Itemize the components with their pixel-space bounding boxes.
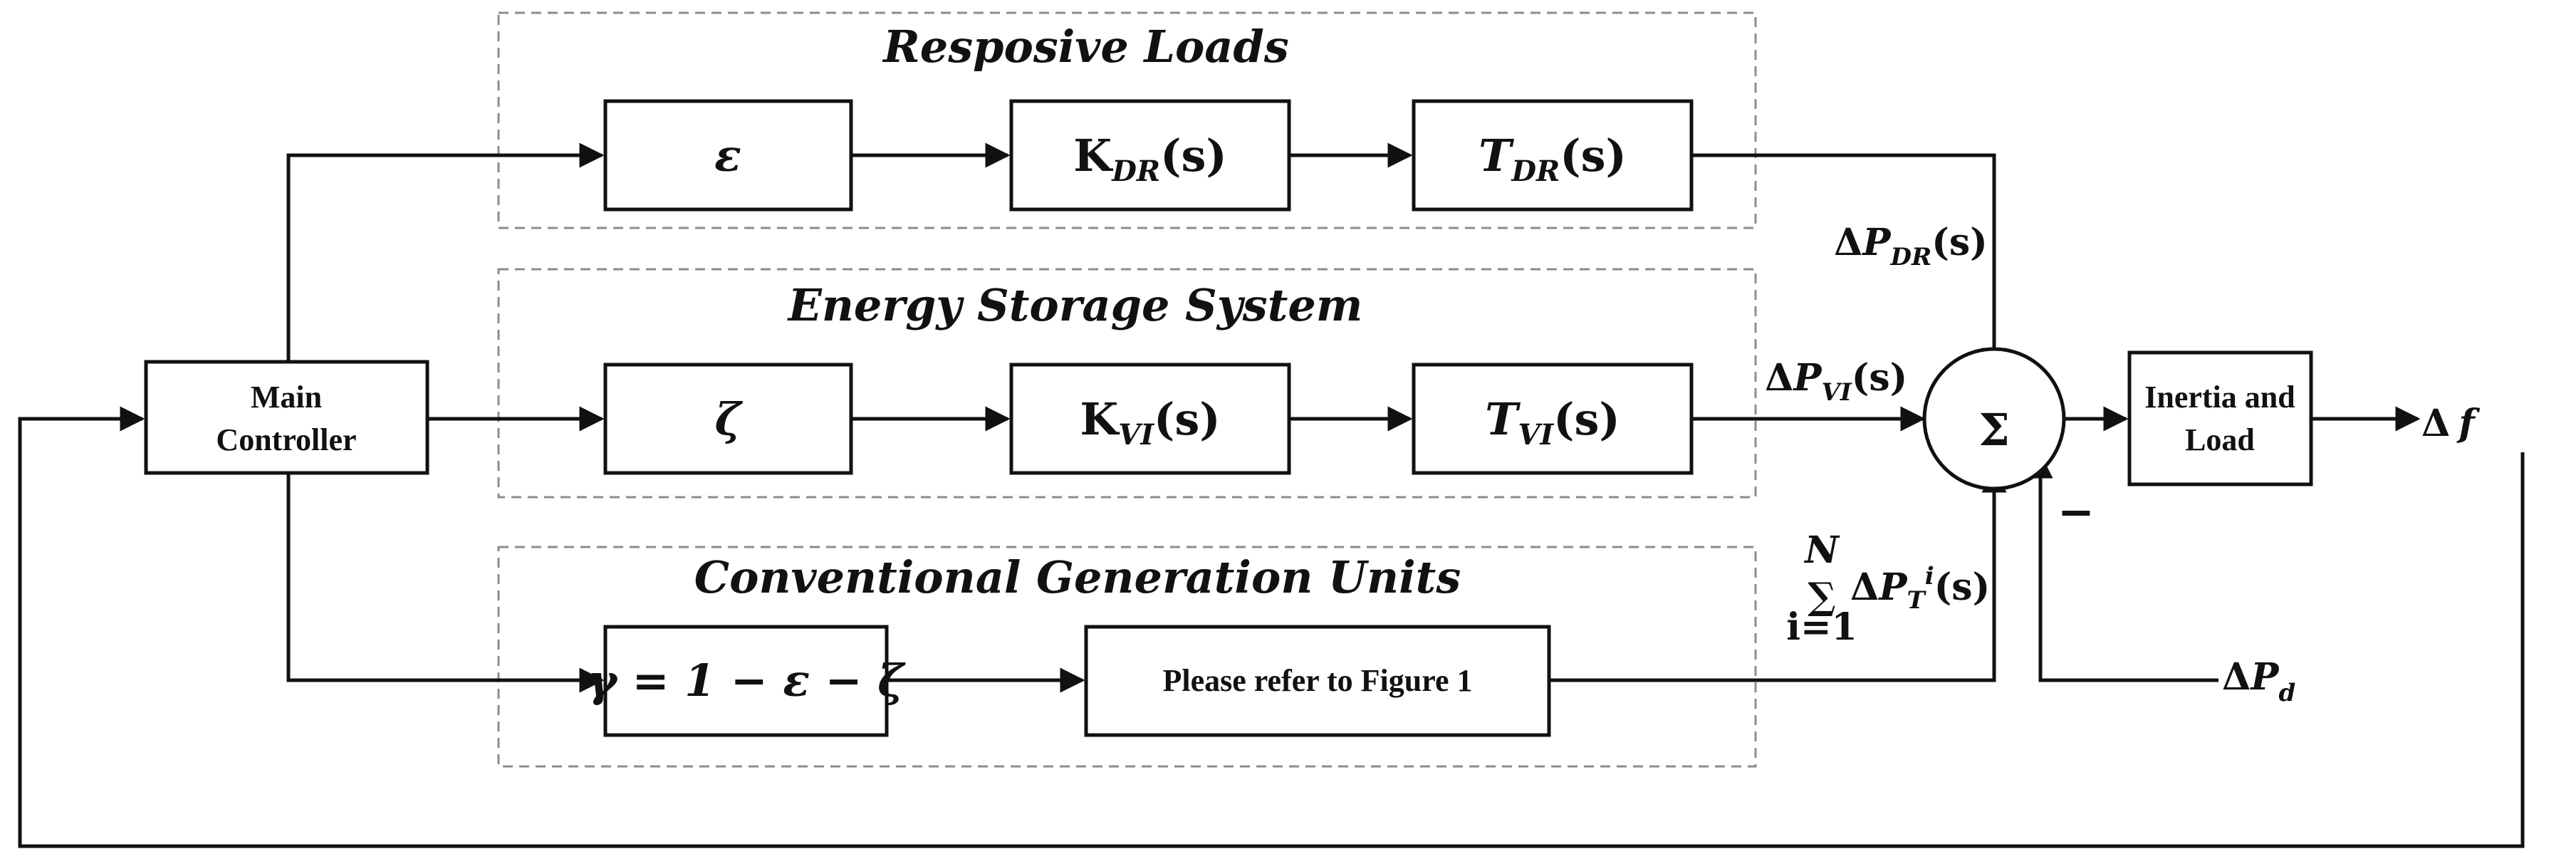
figure-reference-label: Please refer to Figure 1	[1163, 663, 1473, 698]
figure-reference-block	[1084, 625, 1551, 737]
signal-delta-p-vi: ΔPVI(s)	[1765, 356, 1907, 407]
t-vi-block	[1412, 363, 1694, 475]
zeta-label: ζ	[715, 393, 744, 445]
k-dr-block	[1009, 99, 1291, 212]
summing-junction	[1922, 347, 2066, 491]
inertia-load-label: Inertia and	[2144, 380, 2295, 415]
group-title-conventional-generation: Conventional Generation Units	[694, 551, 1461, 603]
group-conventional-generation	[497, 546, 1757, 768]
svg-text:i=1: i=1	[1786, 605, 1857, 649]
main-controller-label: Main	[251, 380, 322, 415]
t-dr-block	[1412, 99, 1694, 212]
main-controller-label: Controller	[216, 422, 356, 457]
k-dr-label: KDR(s)	[1073, 130, 1226, 188]
k-vi-label: KVI(s)	[1080, 393, 1220, 452]
svg-text:ΔPTi(s): ΔPTi(s)	[1850, 562, 1990, 615]
signal-wires	[18, 142, 2525, 848]
svg-text:∑: ∑	[1808, 575, 1835, 618]
inertia-load-block	[2127, 350, 2313, 486]
minus-sign: −	[2058, 486, 2095, 538]
group-responsive-loads	[497, 11, 1757, 229]
zeta-block	[603, 363, 853, 475]
group-title-energy-storage: Energy Storage System	[787, 279, 1363, 331]
t-dr-label: TDR(s)	[1479, 130, 1627, 188]
group-energy-storage	[497, 268, 1757, 499]
t-vi-label: TVI(s)	[1485, 393, 1620, 452]
gamma-block	[603, 625, 889, 737]
main-controller-block	[144, 360, 429, 475]
epsilon-label: ε	[714, 130, 741, 182]
k-vi-block	[1009, 363, 1291, 475]
signal-delta-p-dr: ΔPDR(s)	[1834, 221, 1988, 271]
epsilon-block	[603, 99, 853, 212]
inertia-load-label: Load	[2185, 422, 2255, 457]
signal-sum-delta-p-t: N ∑ i=1 ΔPTi(s)	[1786, 529, 1990, 649]
svg-text:N: N	[1803, 529, 1840, 572]
sum-symbol: Σ	[1978, 404, 2010, 456]
gamma-label: γ = 1 − ε − ζ	[588, 655, 906, 707]
group-title-responsive-loads: Resposive Loads	[882, 21, 1288, 73]
signal-delta-p-d: ΔPd	[2222, 655, 2295, 707]
